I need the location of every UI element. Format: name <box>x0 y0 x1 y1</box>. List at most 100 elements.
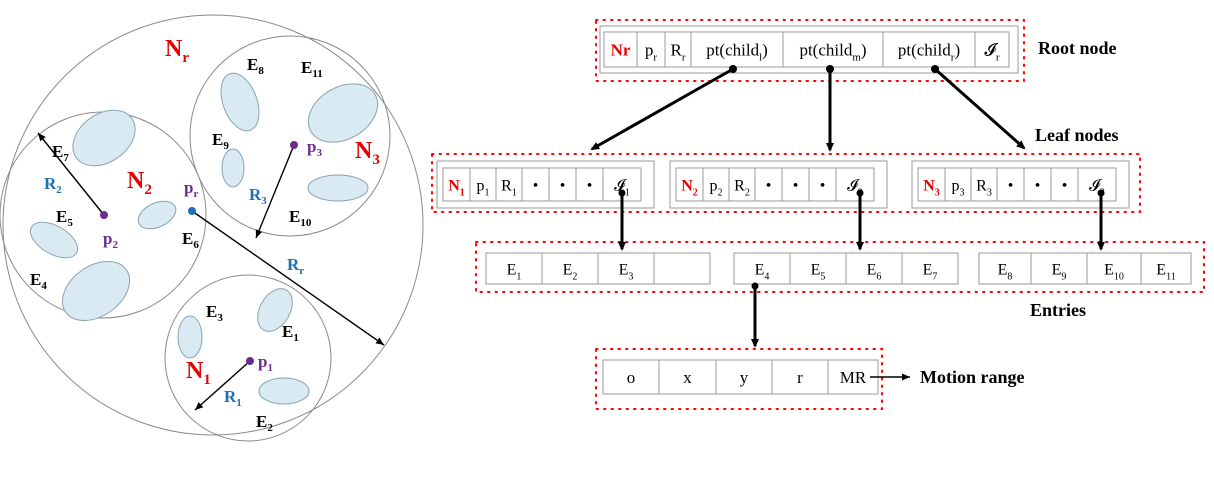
motion-record-cell-text: y <box>740 368 749 387</box>
pivot-pr-label: pr <box>184 178 198 200</box>
entry-group-2-cell <box>789 252 847 285</box>
radius-r3-label: R3 <box>249 185 267 207</box>
root-node-record-cell-text: pt(childm) <box>799 41 866 64</box>
region-root-label: Nr <box>165 36 189 66</box>
entity-e8-label: E8 <box>247 55 264 77</box>
entry-group-2-cell-text: E6 <box>867 262 882 283</box>
pivot-p2-label: p2 <box>103 229 118 251</box>
region-n1-circle <box>164 274 332 442</box>
root-node-record-cell-text: Nr <box>611 41 631 60</box>
leaf-node-2-record-cell-text: • <box>820 178 826 195</box>
leaf-node-1-record-cell-text: • <box>533 178 539 195</box>
leaf-node-2-record-cell-text: p2 <box>710 178 723 199</box>
entity-e11-shape <box>307 83 379 143</box>
entity-e3-shape <box>177 315 203 359</box>
entity-e7-shape <box>72 109 136 167</box>
root-node-record-cell-text: pr <box>645 41 658 64</box>
entry-group-3-cell-text: E10 <box>1104 262 1124 283</box>
region-n3-circle <box>189 35 391 237</box>
child-r-arrow <box>934 67 1026 150</box>
leaf-node-1-record-cell-text: • <box>587 178 593 195</box>
entry-group-1-cell <box>485 252 543 285</box>
root-node-record-cell <box>603 31 638 68</box>
radius-r1-arrow <box>194 360 251 411</box>
entity-e2-shape <box>258 377 310 405</box>
motion-record-cell <box>827 359 879 395</box>
motion-record-cell-text: o <box>627 368 636 387</box>
motion-record-cell <box>602 359 660 395</box>
leaf-node-1-record-cell <box>495 167 523 202</box>
entity-e10-shape <box>307 174 369 202</box>
leaf-node-3-record-cell <box>1077 167 1117 202</box>
leaf3-pointer-dot <box>1097 189 1105 197</box>
leaf-node-2-record-cell <box>702 167 730 202</box>
root-node-record-cell-text: pt(childr) <box>898 41 960 64</box>
leaf-node-3-record-cell-text: • <box>1008 178 1014 195</box>
tree-arrows <box>590 65 1105 381</box>
motion-frame <box>595 348 883 410</box>
entity-e4-shape <box>61 261 131 321</box>
pivot-p3-dot <box>290 141 298 149</box>
entry-group-2-cell-text: E7 <box>923 262 938 283</box>
leaf-node-2-record-cell <box>835 167 875 202</box>
motion-record-cell-text: x <box>683 368 692 387</box>
pivot-p1-label: p1 <box>258 352 273 374</box>
motion-record-cell <box>771 359 829 395</box>
entry-group-2-cell <box>733 252 791 285</box>
entity-e7-label: E7 <box>52 142 69 164</box>
leaf-node-2-record-cell-text: • <box>766 178 772 195</box>
entry-group-1-cell-text: E1 <box>507 262 522 283</box>
leaf-node-1-record-cell-text: N1 <box>448 178 465 199</box>
region-n3-label: N3 <box>355 138 380 168</box>
entry-group-1-cell-text: E3 <box>619 262 634 283</box>
motion-record-cell <box>658 359 717 395</box>
entity-e1-label: E1 <box>282 322 299 344</box>
entry-group-3-cell <box>978 252 1032 285</box>
root-node-record-cell <box>974 31 1010 68</box>
leaf1-pointer-dot <box>618 189 626 197</box>
root-node-frame <box>595 19 1025 82</box>
entry-group-2-cell <box>901 252 959 285</box>
entity-e10-label: E10 <box>289 207 312 229</box>
entity-e11-label: E11 <box>301 58 323 80</box>
leaf-node-2-record-cell <box>728 167 756 202</box>
radius-r1-label: R1 <box>224 387 242 409</box>
entity-e6-shape <box>137 200 177 230</box>
root-node-record-cell-text: Rr <box>670 41 685 64</box>
leaf-node-1-record-cell-text: • <box>560 178 566 195</box>
radius-r3-arrow <box>255 144 295 239</box>
pivot-p1-dot <box>246 357 254 365</box>
entry-group-1-cell <box>653 252 711 285</box>
leaf-node-3-record-cell-text: R3 <box>976 178 992 199</box>
leaf-node-3-record-cell <box>970 167 998 202</box>
leaf-node-2-record-cell-text: • <box>793 178 799 195</box>
leaf-nodes-frame <box>431 153 1141 213</box>
entity-e2-label: E2 <box>256 412 273 434</box>
entry-e4-pointer-dot <box>751 282 759 290</box>
radius-r-arrow <box>191 210 385 346</box>
motion-record-cell-text: r <box>797 368 803 387</box>
root-node-record-cell <box>664 31 692 68</box>
root-node-record-cell-text: 𝓘r <box>984 41 1000 64</box>
entry-group-1-cell <box>597 252 655 285</box>
pivot-p3-label: p3 <box>307 137 322 159</box>
root-node-record-cell <box>636 31 666 68</box>
child-l-pointer-dot <box>729 65 737 73</box>
entity-e8-shape <box>220 72 260 132</box>
entry-group-3-cell-text: E8 <box>998 262 1013 283</box>
leaf-node-1-record-cell-text: R1 <box>501 178 517 199</box>
root-node-caption: Root node <box>1038 38 1117 58</box>
entity-e9-shape <box>221 148 245 188</box>
child-r-pointer-dot <box>931 65 939 73</box>
child-m-pointer-dot <box>826 65 834 73</box>
radius-r2-label: R2 <box>44 174 62 196</box>
